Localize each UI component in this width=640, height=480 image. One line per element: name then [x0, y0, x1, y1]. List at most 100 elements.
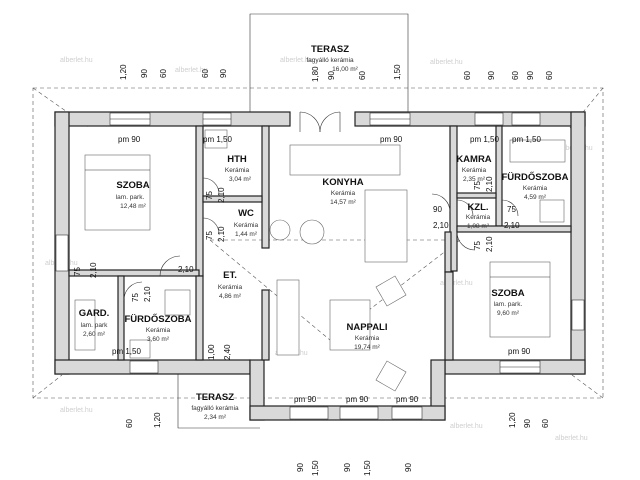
dim-label: 90 — [343, 463, 352, 472]
furdo-left-label: FÜRDŐSZOBA Kerámia 3,60 m² — [124, 313, 191, 343]
window-label: pm 1,50 — [470, 135, 499, 144]
watermark: alberlet.hu — [60, 407, 93, 414]
dim-label: 60 — [125, 419, 134, 428]
door-label: 75 — [73, 267, 82, 276]
dim-label: 60 — [201, 69, 210, 78]
room-area: 12,48 m² — [120, 203, 146, 210]
et-label: ET. Kerámia 4,86 m² — [218, 270, 243, 300]
room-area: 1,08 m² — [467, 223, 490, 230]
door-label: 90 — [433, 205, 442, 214]
room-material: Kerámia — [523, 185, 548, 192]
room-area: 3,60 m² — [147, 336, 170, 343]
watermark: alberlet.hu — [60, 57, 93, 64]
room-material: Kerámia — [462, 167, 487, 174]
room-name: SZOBA — [116, 180, 149, 191]
room-name: FÜRDŐSZOBA — [124, 313, 191, 325]
room-material: fagyálló kerámia — [191, 405, 239, 412]
terrace-door — [299, 111, 341, 133]
room-area: 4,86 m² — [219, 293, 242, 300]
room-material: Kerámia — [466, 214, 491, 221]
furdo-right-label: FÜRDŐSZOBA Kerámia 4,59 m² — [501, 171, 568, 201]
nappali-label: NAPPALI Kerámia 19,74 m² — [347, 322, 388, 351]
room-material: Kerámia — [146, 327, 171, 334]
watermark: alberlet.hu — [280, 57, 313, 64]
dim-label: 60 — [159, 69, 168, 78]
dim-label: 60 — [545, 71, 554, 80]
room-area: 2,60 m² — [83, 331, 106, 338]
room-area: 16,00 m² — [332, 66, 358, 73]
roof-diagonal — [32, 374, 63, 399]
window-label: pm 90 — [396, 395, 419, 404]
room-area: 14,57 m² — [330, 199, 356, 206]
roof-diagonal — [571, 374, 604, 399]
room-area: 2,34 m² — [204, 414, 227, 421]
dim-label: 60 — [358, 71, 367, 80]
dim-label: 60 — [463, 71, 472, 80]
room-name: KAMRA — [456, 154, 491, 165]
room-area: 19,74 m² — [354, 344, 380, 351]
door-label: 2,10 — [504, 221, 520, 230]
window-label: pm 1,50 — [512, 135, 541, 144]
door-label: 2,10 — [143, 286, 152, 302]
kamra-label: KAMRA Kerámia 2,35 m² — [456, 154, 491, 183]
dim-label: 90 — [140, 69, 149, 78]
room-name: KONYHA — [322, 177, 363, 188]
door-swings — [123, 177, 519, 301]
room-name: NAPPALI — [347, 322, 388, 333]
room-material: Kerámia — [331, 190, 356, 197]
kzl-label: KZL. Kerámia 1,08 m² — [466, 202, 491, 230]
top-dimensions: 1,20 90 60 60 90 1,80 90 60 1,50 60 90 6… — [119, 64, 554, 82]
room-name: GARD. — [79, 308, 110, 319]
room-area: 3,04 m² — [229, 176, 252, 183]
dim-label: 1,50 — [311, 460, 320, 476]
door-label: 2,10 — [178, 265, 194, 274]
window-label: pm 90 — [380, 135, 403, 144]
hth-label: HTH Kerámia 3,04 m² — [225, 154, 252, 183]
windows — [55, 112, 585, 420]
room-name: TERASZ — [311, 44, 349, 55]
door-label: 75 — [507, 205, 516, 214]
terrace-bottom-label: TERASZ fagyálló kerámia 2,34 m² — [191, 392, 239, 421]
roof-outline — [32, 87, 604, 399]
room-name: HTH — [227, 154, 247, 165]
door-label: 75 — [473, 181, 482, 190]
watermark: alberlet.hu — [450, 423, 483, 430]
room-material: lam. park. — [494, 301, 523, 308]
opening-labels: pm 90 pm 1,50 pm 90 pm 1,50 pm 1,50 pm 9… — [73, 135, 541, 404]
room-name: FÜRDŐSZOBA — [501, 171, 568, 183]
door-label: 2,10 — [217, 187, 226, 203]
room-name: SZOBA — [491, 288, 524, 299]
terrace-top-label: TERASZ fagyálló kerámia 16,00 m² — [306, 44, 358, 73]
room-name: WC — [238, 208, 254, 219]
door-label: 2,10 — [433, 221, 449, 230]
dim-label: 1,50 — [393, 64, 402, 80]
window-label: pm 90 — [294, 395, 317, 404]
room-labels: TERASZ fagyálló kerámia 16,00 m² SZOBA l… — [79, 44, 569, 421]
dim-label: 90 — [487, 71, 496, 80]
door-label: 2,10 — [89, 262, 98, 278]
dim-label: 60 — [541, 419, 550, 428]
door-label: 2,40 — [223, 344, 232, 360]
dim-label: 90 — [526, 71, 535, 80]
room-material: lam. park. — [116, 194, 145, 201]
door-label: 2,10 — [485, 176, 494, 192]
dim-label: 60 — [511, 71, 520, 80]
dim-label: 90 — [219, 69, 228, 78]
door-label: 75 — [473, 241, 482, 250]
watermark: alberlet.hu — [440, 280, 473, 287]
door-label: 75 — [205, 191, 214, 200]
dim-label: 1,80 — [311, 66, 320, 82]
dim-label: 90 — [296, 463, 305, 472]
room-area: 2,35 m² — [463, 176, 486, 183]
roof-diagonal — [209, 239, 331, 341]
interior-walls — [68, 125, 572, 361]
room-area: 1,44 m² — [235, 231, 258, 238]
dim-label: 1,50 — [363, 460, 372, 476]
window-label: pm 1,50 — [203, 135, 232, 144]
szoba-left-label: SZOBA lam. park. 12,48 m² — [116, 180, 150, 210]
room-name: ET. — [223, 270, 237, 281]
bottom-dimensions: 60 1,20 90 1,50 90 1,50 90 1,20 90 60 — [125, 412, 550, 476]
door-label: 1,00 — [207, 344, 216, 360]
door-label: 2,10 — [217, 226, 226, 242]
